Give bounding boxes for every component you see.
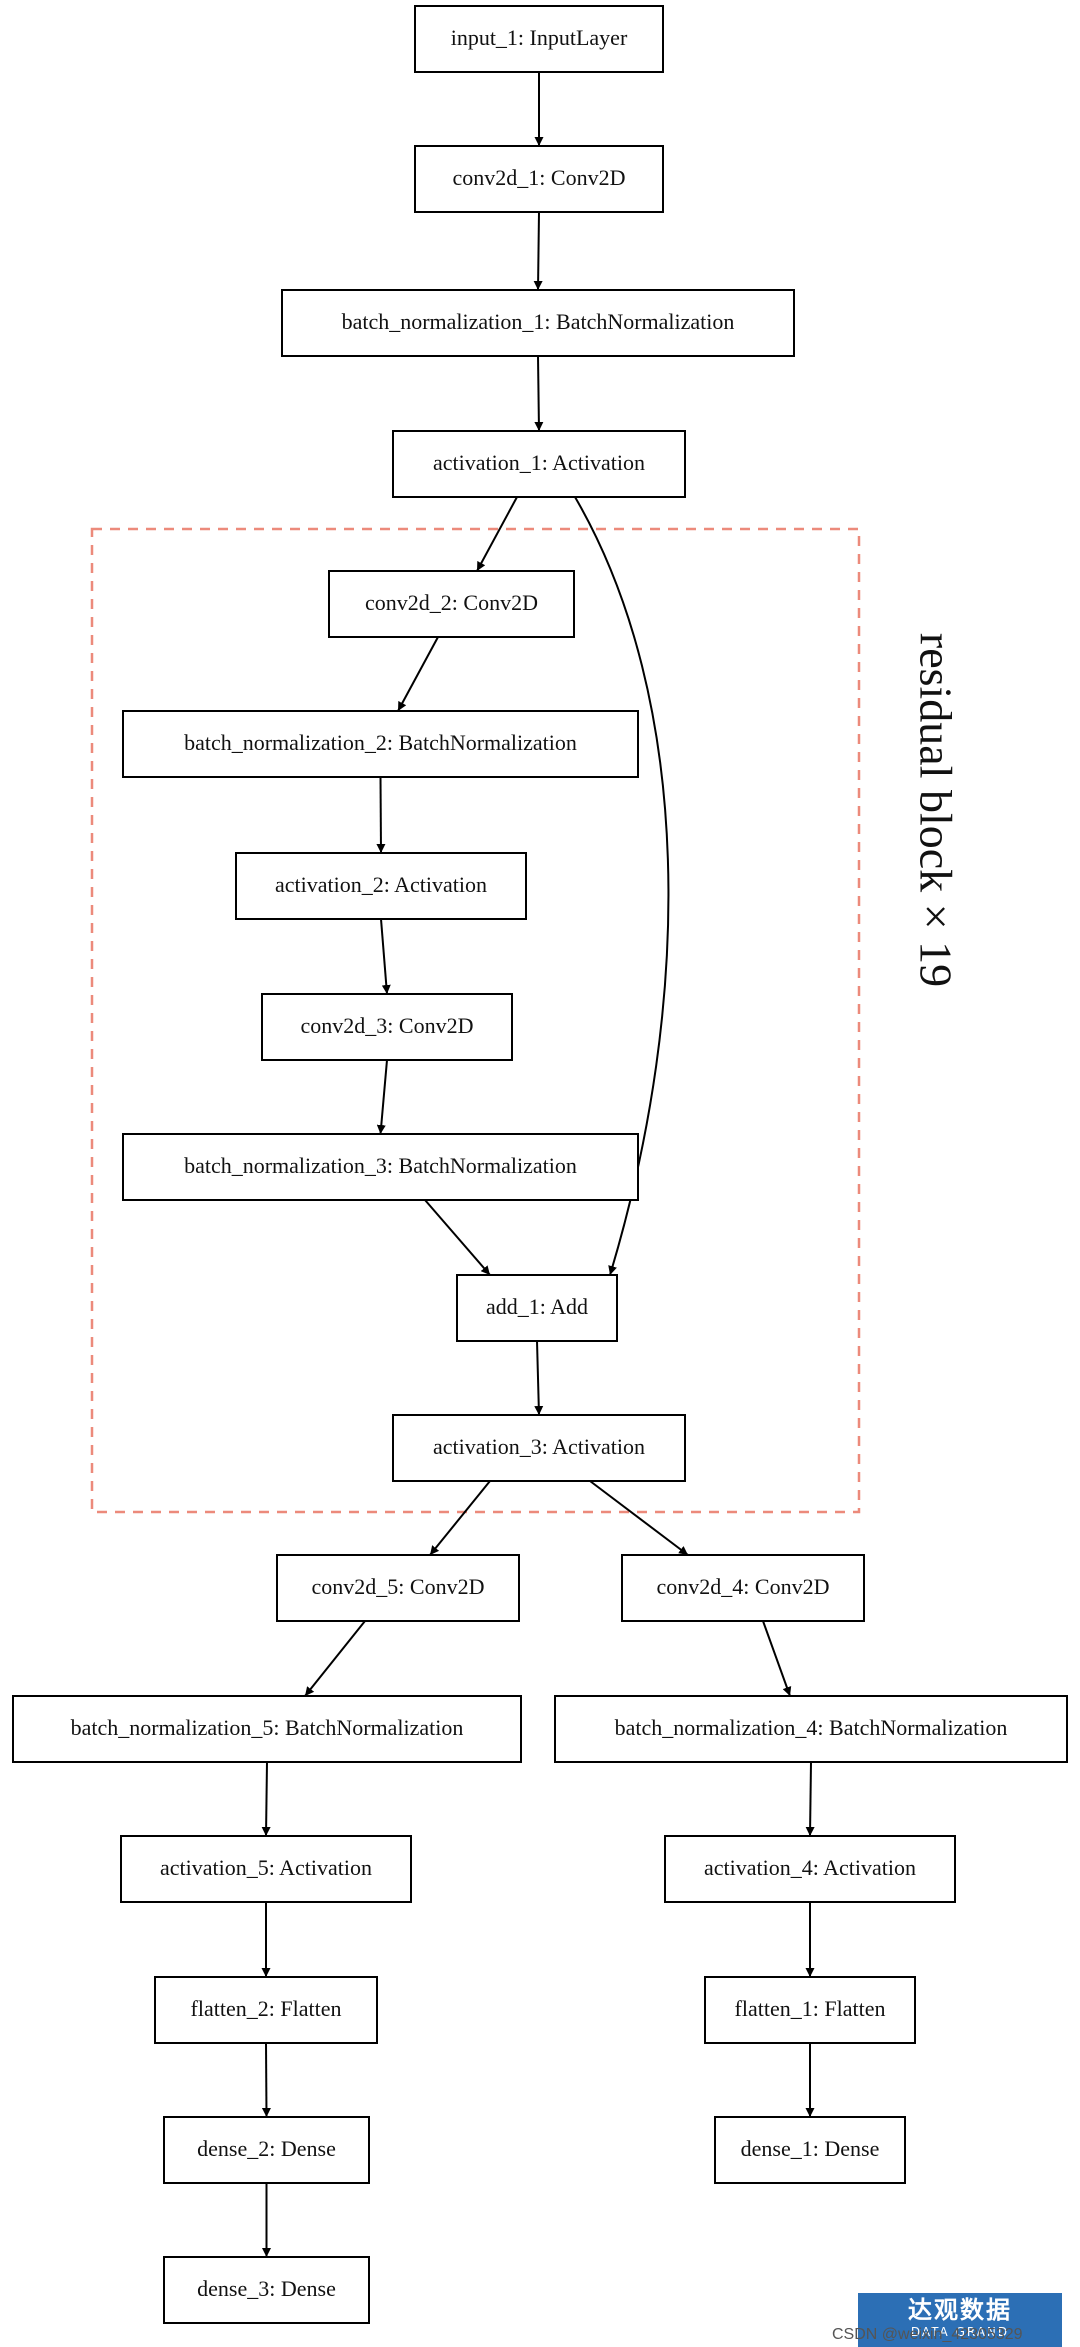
node-box	[261, 993, 513, 1061]
node-label: dense_1: Dense	[741, 2136, 880, 2161]
node-label: flatten_2: Flatten	[191, 1996, 342, 2021]
node-conv2d_2: conv2d_2: Conv2D	[328, 570, 575, 638]
residual-block-label: residual block × 19	[910, 633, 961, 987]
node-add_1: add_1: Add	[456, 1274, 618, 1342]
nodes-layer: input_1: InputLayer conv2d_1: Conv2D batch…	[12, 5, 1068, 2324]
node-batch_normalization_5: batch_normalization_5: BatchNormalizatio…	[12, 1695, 522, 1763]
node-label: dense_2: Dense	[197, 2136, 336, 2161]
node-activation_2: activation_2: Activation	[235, 852, 527, 920]
node-label: flatten_1: Flatten	[735, 1996, 886, 2021]
node-batch_normalization_4: batch_normalization_4: BatchNormalizatio…	[554, 1695, 1068, 1763]
edge-flatten_2-to-dense_2	[261, 2042, 271, 2118]
edge-activation_1-to-conv2d_2	[476, 496, 518, 572]
node-box	[120, 1835, 412, 1903]
logo-name-en: DATA GRAND	[910, 2325, 1010, 2339]
node-label: activation_3: Activation	[433, 1434, 645, 1459]
node-label: activation_4: Activation	[704, 1855, 916, 1880]
node-box	[392, 1414, 686, 1482]
node-batch_normalization_2: batch_normalization_2: BatchNormalizatio…	[122, 710, 639, 778]
edge-conv2d_3-to-batch_normalization_3	[376, 1059, 388, 1135]
edge-activation_1-to-add_1	[574, 496, 670, 1276]
node-box	[414, 145, 664, 213]
edge-batch_normalization_2-to-activation_2	[376, 776, 386, 854]
node-activation_5: activation_5: Activation	[120, 1835, 412, 1903]
logo-name-cn: 达观数据	[908, 2296, 1012, 2324]
node-box	[456, 1274, 618, 1342]
node-conv2d_3: conv2d_3: Conv2D	[261, 993, 513, 1061]
node-label: add_1: Add	[486, 1294, 588, 1319]
node-batch_normalization_1: batch_normalization_1: BatchNormalizatio…	[281, 289, 795, 357]
edge-activation_3-to-conv2d_4	[589, 1480, 689, 1556]
node-box	[163, 2116, 370, 2184]
edge-activation_2-to-conv2d_3	[380, 918, 391, 995]
edge-activation_3-to-conv2d_5	[429, 1480, 491, 1556]
node-label: batch_normalization_2: BatchNormalizatio…	[184, 730, 577, 755]
node-dense_1: dense_1: Dense	[714, 2116, 906, 2184]
node-box	[392, 430, 686, 498]
node-label: batch_normalization_3: BatchNormalizatio…	[184, 1153, 577, 1178]
node-label: conv2d_2: Conv2D	[365, 590, 538, 615]
node-box	[414, 5, 664, 73]
edge-add_1-to-activation_3	[534, 1340, 544, 1416]
edge-conv2d_4-to-batch_normalization_4	[762, 1620, 792, 1697]
node-label: batch_normalization_1: BatchNormalizatio…	[342, 309, 735, 334]
node-label: conv2d_5: Conv2D	[312, 1574, 485, 1599]
node-box	[621, 1554, 865, 1622]
node-label: batch_normalization_5: BatchNormalizatio…	[71, 1715, 464, 1740]
node-batch_normalization_3: batch_normalization_3: BatchNormalizatio…	[122, 1133, 639, 1201]
edge-batch_normalization_1-to-activation_1	[534, 355, 544, 432]
node-flatten_2: flatten_2: Flatten	[154, 1976, 378, 2044]
node-activation_3: activation_3: Activation	[392, 1414, 686, 1482]
node-flatten_1: flatten_1: Flatten	[704, 1976, 916, 2044]
edge-conv2d_1-to-batch_normalization_1	[533, 211, 543, 291]
node-label: conv2d_1: Conv2D	[453, 165, 626, 190]
node-dense_3: dense_3: Dense	[163, 2256, 370, 2324]
node-box	[714, 2116, 906, 2184]
node-conv2d_4: conv2d_4: Conv2D	[621, 1554, 865, 1622]
node-box	[122, 1133, 639, 1201]
residual-block-frame	[90, 527, 861, 1514]
node-label: activation_1: Activation	[433, 450, 645, 475]
edge-batch_normalization_4-to-activation_4	[805, 1761, 815, 1837]
node-box	[122, 710, 639, 778]
node-label: activation_2: Activation	[275, 872, 487, 897]
edge-conv2d_5-to-batch_normalization_5	[304, 1620, 366, 1697]
node-box	[664, 1835, 956, 1903]
node-box	[12, 1695, 522, 1763]
edge-batch_normalization_5-to-activation_5	[261, 1761, 271, 1837]
node-input_1: input_1: InputLayer	[414, 5, 664, 73]
edges-layer	[261, 72, 815, 2257]
edge-conv2d_2-to-batch_normalization_2	[397, 636, 439, 712]
node-label: conv2d_3: Conv2D	[301, 1013, 474, 1038]
node-conv2d_1: conv2d_1: Conv2D	[414, 145, 664, 213]
csdn-watermark: CSDN @weixin_42305329	[832, 2326, 1023, 2343]
datagrand-logo: 达观数据 DATA GRAND	[858, 2293, 1062, 2347]
node-box	[704, 1976, 916, 2044]
node-box	[281, 289, 795, 357]
node-box	[554, 1695, 1068, 1763]
node-label: input_1: InputLayer	[451, 25, 628, 50]
node-box	[235, 852, 527, 920]
node-activation_4: activation_4: Activation	[664, 1835, 956, 1903]
node-label: batch_normalization_4: BatchNormalizatio…	[615, 1715, 1008, 1740]
node-conv2d_5: conv2d_5: Conv2D	[276, 1554, 520, 1622]
node-activation_1: activation_1: Activation	[392, 430, 686, 498]
node-box	[328, 570, 575, 638]
node-label: dense_3: Dense	[197, 2276, 336, 2301]
edge-batch_normalization_3-to-add_1	[424, 1199, 491, 1276]
node-box	[154, 1976, 378, 2044]
node-box	[163, 2256, 370, 2324]
node-label: activation_5: Activation	[160, 1855, 372, 1880]
node-dense_2: dense_2: Dense	[163, 2116, 370, 2184]
node-label: conv2d_4: Conv2D	[657, 1574, 830, 1599]
node-box	[276, 1554, 520, 1622]
